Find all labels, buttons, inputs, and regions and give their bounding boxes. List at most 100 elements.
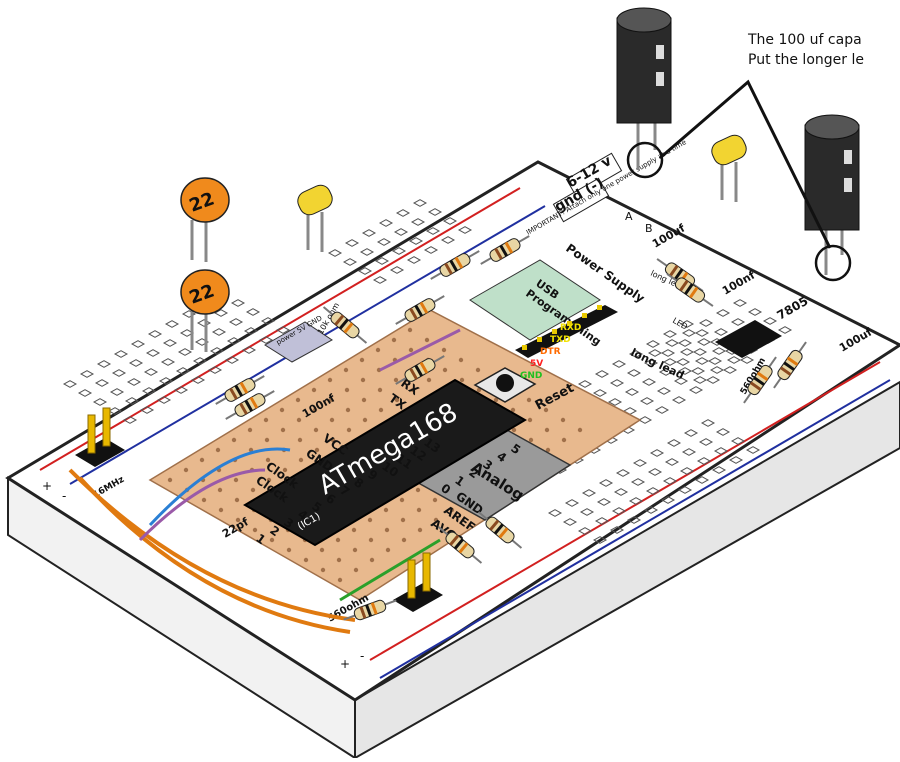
- wire-purple-2: [379, 328, 461, 372]
- board-side-right: [354, 380, 900, 760]
- hole: [681, 329, 697, 337]
- hole: [762, 317, 778, 325]
- hole: [344, 239, 360, 247]
- perfboard-hole: [215, 447, 221, 453]
- perfboard-hole: [369, 557, 375, 563]
- atmega-chip: [243, 378, 527, 547]
- perfboard-hole: [343, 367, 349, 373]
- hole: [654, 406, 670, 414]
- hole: [711, 347, 727, 355]
- hole: [626, 369, 642, 377]
- hole: [643, 359, 659, 367]
- hole: [713, 447, 729, 455]
- wire-purple: [138, 468, 266, 542]
- perfboard-hole: [297, 437, 303, 443]
- hole: [440, 236, 456, 244]
- hole: [739, 356, 755, 364]
- perfboard-hole: [296, 417, 302, 423]
- hole: [647, 468, 663, 476]
- ceramic-cap-top: 22: [180, 177, 230, 262]
- hole: [158, 377, 174, 385]
- hole: [378, 219, 394, 227]
- perfboard-hole: [295, 397, 301, 403]
- perfboard-hole: [352, 547, 358, 553]
- resistor: [437, 526, 483, 564]
- hole: [694, 357, 710, 365]
- resistor: [773, 341, 807, 389]
- perfboard-hole: [250, 487, 256, 493]
- hole: [649, 449, 665, 457]
- perfboard-hole: [510, 407, 516, 413]
- perfboard-hole: [441, 347, 447, 353]
- perfboard-hole: [368, 537, 374, 543]
- perfboard-hole: [337, 577, 343, 583]
- serial-pin: [597, 305, 602, 310]
- perfboard-hole: [410, 387, 416, 393]
- perfboard-hole: [328, 397, 334, 403]
- hole: [671, 396, 687, 404]
- hole: [726, 356, 742, 364]
- hole: [327, 249, 343, 257]
- perfboard-hole: [298, 457, 304, 463]
- resistor: [743, 356, 777, 404]
- hole: [412, 199, 428, 207]
- ceramic-cap-bottom: 22: [180, 269, 230, 352]
- hole: [698, 438, 714, 446]
- serial-pin-label: DTR: [540, 347, 561, 357]
- hole: [683, 429, 699, 437]
- resistor: [666, 273, 714, 307]
- plus-label-left: +: [42, 479, 52, 493]
- hole: [77, 389, 93, 397]
- hole: [681, 448, 697, 456]
- perfboard-hole: [385, 547, 391, 553]
- hole: [145, 349, 161, 357]
- perfboard-hole: [527, 417, 533, 423]
- resistor: [430, 250, 480, 280]
- hole: [359, 248, 375, 256]
- resistor: [215, 375, 265, 405]
- hole: [713, 328, 729, 336]
- rail-blue-right: [379, 379, 891, 679]
- hole: [241, 346, 257, 354]
- hole: [139, 406, 155, 414]
- perfboard-hole: [407, 327, 413, 333]
- resistor: [480, 235, 530, 265]
- hole: [611, 360, 627, 368]
- perfboard-hole: [314, 447, 320, 453]
- resistor: [343, 599, 397, 621]
- hole: [260, 317, 276, 325]
- annotation-line-2: Put the longer le: [748, 52, 864, 68]
- perfboard-hole: [335, 537, 341, 543]
- perfboard-hole: [528, 437, 534, 443]
- perfboard-hole: [233, 477, 239, 483]
- perfboard-hole: [459, 377, 465, 383]
- hole: [192, 357, 208, 365]
- hole: [656, 387, 672, 395]
- perfboard-hole: [543, 407, 549, 413]
- serial-pin: [567, 321, 572, 326]
- hole: [162, 339, 178, 347]
- hole: [615, 469, 631, 477]
- hole: [175, 367, 191, 375]
- regulator-7805: [715, 320, 782, 358]
- hole: [128, 359, 144, 367]
- row-a-label: A: [625, 210, 633, 223]
- hole: [594, 370, 610, 378]
- hole: [715, 428, 731, 436]
- hole: [111, 369, 127, 377]
- hole: [160, 358, 176, 366]
- perfboard-hole: [526, 397, 532, 403]
- hole: [698, 319, 714, 327]
- hole: [177, 348, 193, 356]
- resistors: [215, 235, 807, 621]
- hole: [245, 308, 261, 316]
- hole: [696, 457, 712, 465]
- hole: [147, 330, 163, 338]
- hole: [141, 387, 157, 395]
- hole: [747, 308, 763, 316]
- hole: [692, 376, 708, 384]
- hole: [677, 486, 693, 494]
- hole-grid: [62, 199, 793, 544]
- hole: [677, 339, 693, 347]
